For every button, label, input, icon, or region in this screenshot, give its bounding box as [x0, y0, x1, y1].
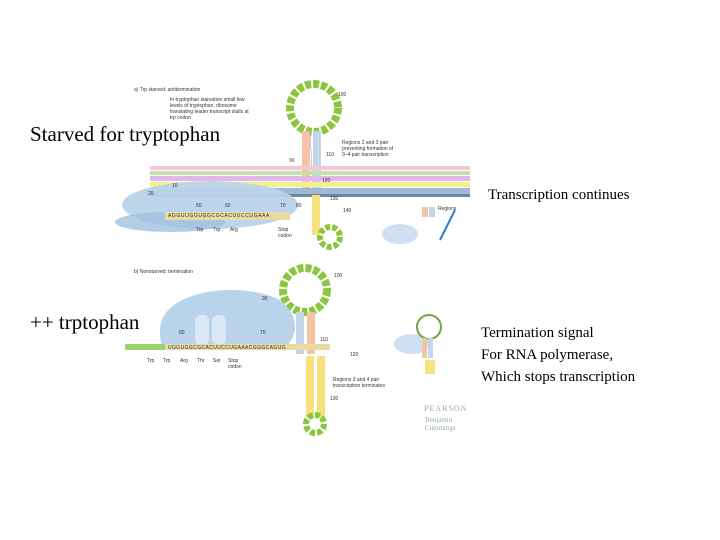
panel-a-num-120: 120: [322, 178, 331, 184]
panel-b-mini-schematic: [394, 314, 442, 374]
panel-a-sequence-band: [165, 212, 290, 220]
panel-a-num-140: 140: [343, 208, 352, 214]
panel-a-regions-note-2: preventing formation of: [342, 146, 394, 152]
panel-b-sequence-band: [125, 344, 330, 350]
panel-b-codon-3: Arg: [180, 358, 188, 364]
panel-a-mini-schematic: [382, 207, 456, 244]
plus-trp-label: ++ trptophan: [30, 310, 140, 334]
publisher-imprint-1: Benjamin: [425, 416, 453, 424]
panel-a-num-50: 50: [196, 203, 202, 209]
panel-a-num-110: 110: [326, 152, 334, 158]
panel-b-sequence: UGGUGGCGCACUUCCUGAAACGGGCAGUG: [168, 345, 286, 351]
panel-a-codon-1: Trp: [196, 227, 204, 233]
panel-b-terminator-stem: [303, 356, 327, 436]
panel-a-num-60: 60: [225, 203, 231, 209]
panel-a-graphic: [115, 80, 470, 250]
panel-b-codon-2: Trp: [163, 358, 171, 364]
panel-b-num-90: 90: [262, 296, 268, 302]
panel-a-regions-note-1: Regions 2 and 3 pair: [342, 140, 389, 146]
panel-a-heading: a) Trp starved: antitermination: [134, 87, 201, 93]
panel-a-num-80: 80: [296, 203, 302, 209]
panel-a-caption-line-4: trp codon: [170, 115, 191, 121]
panel-a-caption-line-1: In tryptophan starvation small few: [170, 97, 245, 103]
panel-a-loop: [286, 80, 342, 136]
panel-a-sequence: AGGUUGGUGGCGCACUUCCUGAAA: [168, 213, 270, 219]
termination-label: Termination signal For RNA polymerase, W…: [481, 322, 635, 388]
panel-b-codon-1: Trp: [147, 358, 155, 364]
termination-line-1: Termination signal: [481, 325, 594, 341]
panel-b-ribosome: [160, 290, 295, 350]
panel-b-num-110: 110: [320, 337, 328, 343]
panel-a-caption-line-3: translating leader transcript stalls at: [170, 109, 249, 115]
publisher-imprint-2: Cummings: [425, 424, 456, 432]
panel-a-regions-note-3: 3–4 pair transcription: [342, 152, 389, 158]
panel-b-num-100: 100: [334, 273, 343, 279]
panel-a-caption-line-2: levels of tryptophan, ribosome: [170, 103, 237, 109]
panel-b-stem: [296, 312, 315, 354]
panel-b-regions-note-2: transcription terminates: [333, 383, 385, 389]
panel-a-num-100: 100: [338, 92, 347, 98]
panel-a-num-10: 10: [172, 183, 178, 189]
panel-b-num-120: 120: [350, 352, 359, 358]
panel-a-ribosome: [115, 181, 298, 232]
panel-b-stop-label-2: codon: [228, 364, 242, 370]
panel-b-codon-5: Ser: [213, 358, 221, 364]
panel-b-graphic: [125, 264, 442, 436]
panel-a-regions-label: Regions: [438, 206, 457, 212]
panel-a-num-70: 70: [280, 203, 286, 209]
panel-b-heading: b) Nonstarved: termination: [134, 269, 193, 275]
transcription-continues-label: Transcription continues: [488, 187, 630, 203]
panel-a-stop-label-1: Stop: [278, 227, 289, 233]
termination-line-2: For RNA polymerase,: [481, 347, 614, 363]
panel-a-num-130: 130: [330, 196, 339, 202]
panel-a-stop-label-2: codon: [278, 233, 292, 239]
panel-b-regions-note-1: Regions 3 and 4 pair: [333, 377, 380, 383]
panel-b-loop: [279, 264, 331, 316]
starved-label: Starved for tryptophan: [30, 122, 221, 146]
panel-b-codon-4: Thr: [197, 358, 205, 364]
panel-b-num-80: 80: [179, 330, 185, 336]
panel-b-num-70: 70: [260, 330, 266, 336]
panel-a-codon-2: Trp: [213, 227, 221, 233]
panel-a-descending-stem: [312, 195, 343, 250]
publisher-name: PEARSON: [424, 404, 468, 413]
panel-b-num-130: 130: [330, 396, 339, 402]
panel-b-stop-label-1: Stop: [228, 358, 239, 364]
termination-line-3: Which stops transcription: [481, 369, 636, 385]
panel-a-num-90: 90: [289, 158, 295, 164]
panel-a-bands: [150, 166, 470, 197]
panel-a-num-20: 20: [148, 191, 154, 197]
panel-a-codon-3: Arg: [230, 227, 238, 233]
